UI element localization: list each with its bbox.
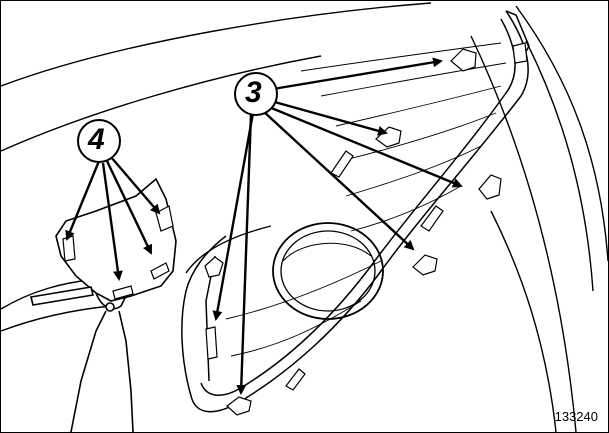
grille-frame [181, 10, 530, 413]
callout-4-number: 4 [88, 123, 105, 156]
grille-clip-5 [204, 256, 224, 278]
grille-tabs [285, 150, 444, 391]
callout-bubbles [77, 72, 278, 163]
side-clip [512, 42, 528, 64]
callout-4-arrows [65, 156, 161, 281]
grille-clip-3 [478, 174, 502, 200]
grille-clip-4 [412, 254, 438, 276]
fog-lamp [272, 222, 384, 320]
grille-clip-2 [375, 126, 402, 148]
grille-clips [204, 42, 528, 416]
callout-4-circle [77, 119, 121, 163]
figure-id-label: 133240 [554, 409, 598, 424]
grille-clip-7 [226, 396, 252, 416]
callout-3-number: 3 [245, 76, 262, 109]
bracket-clip-bottom [112, 285, 134, 300]
bracket-clips [62, 205, 174, 300]
grille-clip-6 [205, 326, 218, 360]
grille-clip-1 [450, 48, 477, 72]
grille-ribs [225, 42, 507, 357]
callout-3-circle [234, 72, 278, 116]
bracket-clip-right [150, 262, 170, 280]
callout-3-arrows [212, 57, 463, 395]
bracket-clip-left [62, 235, 76, 262]
mounting-bracket [30, 177, 177, 432]
